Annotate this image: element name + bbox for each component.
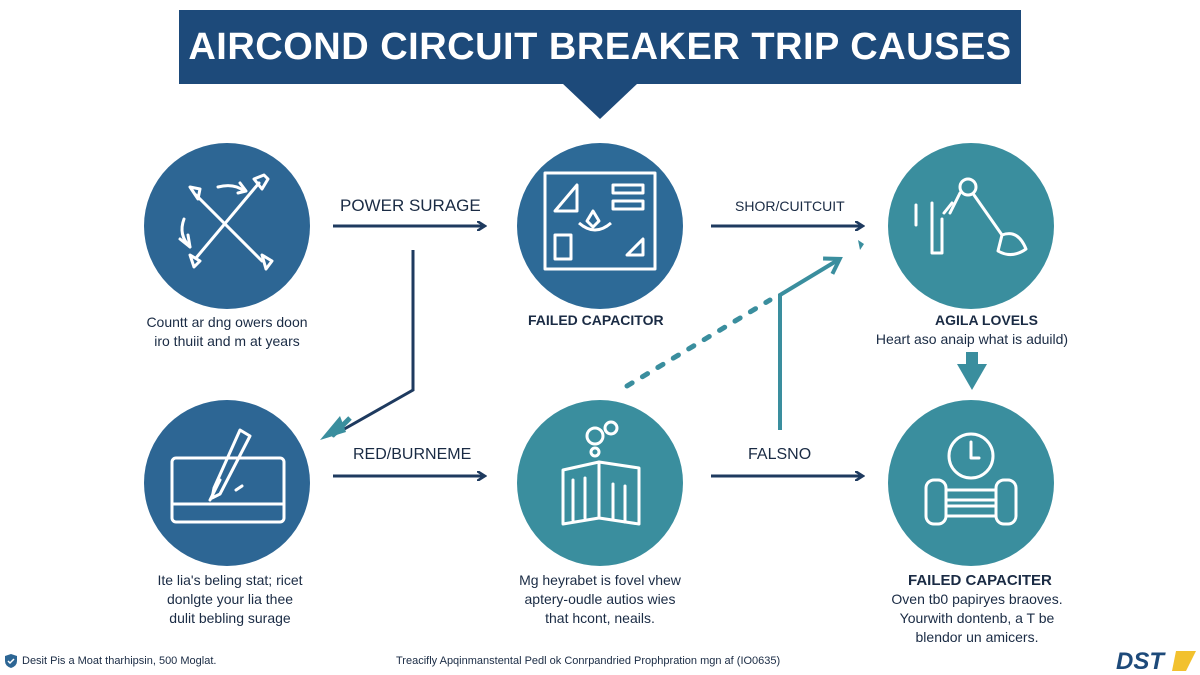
plug-wrench-icon — [914, 177, 1028, 256]
desc-top-left: Countt ar dng owers doon iro thuiit and … — [132, 313, 322, 351]
desc-top-right: Heart aso anaip what is aduild) — [872, 330, 1072, 349]
tablet-pen-icon — [170, 428, 286, 524]
label-power-surge: POWER SURAGE — [340, 196, 481, 215]
short-circuit-circle — [888, 143, 1054, 309]
desc-line: Heart aso anaip what is aduild) — [875, 331, 1069, 347]
dst-logo: DST — [1116, 648, 1196, 673]
burned-panel-circle — [144, 400, 310, 566]
logo-text: DST — [1116, 648, 1166, 673]
desc-bottom-right: Oven tb0 papiryes braoves. Yourwith dont… — [882, 590, 1072, 647]
label-agila-lovels: AGILA LOVELS — [935, 312, 1038, 328]
desc-line: Yourwith dontenb, a T be — [899, 610, 1055, 626]
label-failed-capaciter: FAILED CAPACITER — [908, 572, 1052, 589]
desc-line: Mg heyrabet is fovel vhew — [519, 572, 681, 588]
title-banner — [179, 10, 1021, 84]
desc-line: blendor un amicers. — [915, 629, 1039, 645]
label-falsno: FALSNO — [748, 446, 812, 463]
gauge-icon — [924, 432, 1018, 526]
desc-line: iro thuiit and m at years — [154, 333, 300, 349]
title-banner-pointer — [562, 83, 638, 119]
desc-line: aptery-oudle autios wies — [524, 591, 676, 607]
label-failed-capacitor: FAILED CAPACITOR — [528, 312, 664, 328]
desc-bottom-left: Ite lia's beling stat; ricet donlgte you… — [140, 571, 320, 628]
shield-icon — [5, 654, 17, 668]
capacitor-board-circle — [517, 143, 683, 309]
arrow-down-left — [331, 250, 415, 438]
footer-center-text: Treacifly Apqinmanstental Pedl ok Conrpa… — [396, 655, 781, 667]
unit-gears-circle — [517, 400, 683, 566]
desc-line: Ite lia's beling stat; ricet — [157, 572, 303, 588]
spark-mark — [858, 240, 864, 250]
desc-bottom-center: Mg heyrabet is fovel vhew aptery-oudle a… — [505, 571, 695, 628]
desc-line: that hcont, neails. — [545, 610, 655, 626]
desc-line: Countt ar dng owers doon — [146, 314, 308, 330]
tools-icon — [178, 173, 274, 271]
arrow-down-right-head — [957, 364, 987, 390]
page-title: AIRCOND CIRCUIT BREAKER TRIP CAUSES — [188, 26, 1012, 68]
desc-line: Oven tb0 papiryes braoves. — [891, 591, 1063, 607]
unit-gears-icon — [561, 420, 641, 526]
label-red-burneme: RED/BURNEME — [353, 446, 472, 463]
desc-line: donlgte your lia thee — [166, 591, 294, 607]
label-short-circuit: SHOR/CUITCUIT — [735, 198, 845, 214]
footer-left-text: Desit Pis a Moat tharhipsin, 500 Moglat. — [22, 655, 217, 667]
tools-circle — [144, 143, 310, 309]
gauge-circle — [888, 400, 1054, 566]
circuit-board-icon — [543, 171, 657, 271]
arrow-up-right — [778, 256, 843, 430]
desc-line: dulit bebling surage — [169, 610, 291, 626]
